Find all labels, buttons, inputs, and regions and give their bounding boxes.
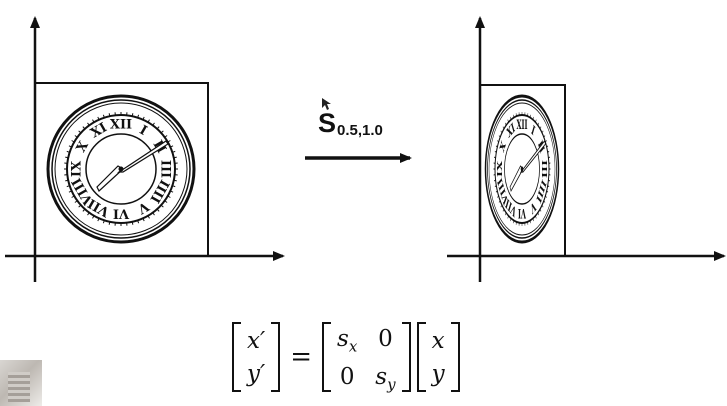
roman-numeral: XI — [506, 120, 517, 141]
original-frame — [34, 82, 209, 257]
roman-numeral: XI — [88, 120, 110, 141]
rhs-x: x — [431, 327, 445, 354]
lhs-y-prime: y′ — [247, 360, 266, 387]
scale-operator-label: S0.5,1.0 — [318, 108, 383, 139]
scaled-clock: XIIIIIIIIIIIIVVIVIIVIIIIXXXI — [484, 94, 560, 244]
webcam-thumbnail — [0, 360, 42, 406]
minute-hand — [117, 140, 169, 173]
lhs-x-prime: x′ — [247, 327, 266, 354]
roman-numeral: IX — [70, 160, 85, 177]
roman-numeral: I — [530, 123, 537, 139]
roman-numeral: III — [158, 160, 173, 178]
roman-numeral: IIII — [147, 177, 172, 206]
rhs-y: y — [431, 360, 445, 387]
roman-numeral: IIII — [535, 177, 548, 206]
scale-matrix: sx 0 0 sy — [322, 322, 411, 393]
roman-numeral: VI — [113, 206, 130, 221]
matrix-sy: sy — [375, 363, 396, 394]
scale-equation: x′ y′ = sx 0 0 sy x y — [232, 318, 460, 396]
original-clock: XIIIIIIIIIIIIVVIVIIVIIIIXXXI — [46, 94, 196, 244]
scale-subscript: 0.5,1.0 — [337, 122, 383, 139]
rhs-vector: x y — [416, 322, 460, 392]
scaled-frame — [479, 84, 566, 257]
roman-numeral: I — [137, 123, 150, 139]
lhs-vector: x′ y′ — [232, 322, 281, 392]
clock-face: XIIIIIIIIIIIIVVIVIIVIIIIXXXI — [46, 94, 196, 244]
matrix-zero-top: 0 — [378, 326, 393, 352]
clock-face: XIIIIIIIIIIIIVVIVIIVIIIIXXXI — [484, 94, 560, 244]
roman-numeral: XII — [516, 117, 527, 132]
roman-numeral: IX — [496, 161, 504, 177]
equals-sign: = — [290, 342, 313, 372]
cursor-pointer-icon — [322, 98, 331, 110]
roman-numeral: XII — [110, 118, 132, 133]
matrix-zero-bottom: 0 — [339, 363, 355, 390]
roman-numeral: X — [498, 139, 507, 155]
left-axes — [5, 16, 285, 282]
matrix-sx: sx — [337, 326, 358, 356]
roman-numeral: VI — [518, 205, 527, 220]
minute-hand — [520, 140, 546, 173]
roman-numeral: III — [540, 160, 548, 178]
scale-symbol: S — [318, 108, 337, 138]
roman-numeral: V — [528, 197, 537, 216]
